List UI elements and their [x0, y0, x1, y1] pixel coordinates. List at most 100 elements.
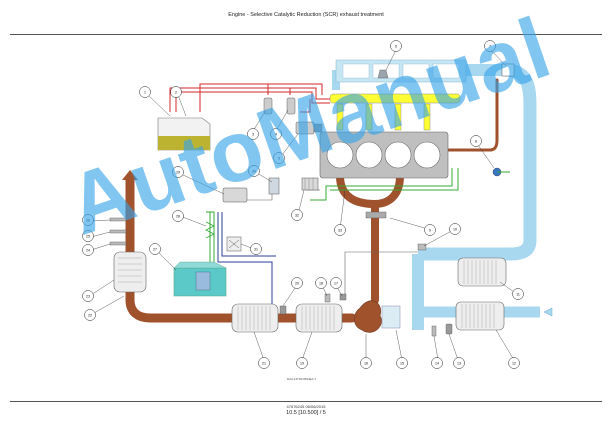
- svg-text:21: 21: [262, 361, 266, 365]
- figure-id: RAIL13TRK0594EA 1: [287, 377, 317, 381]
- callout-25: 25: [82, 230, 94, 242]
- svg-text:14: 14: [435, 361, 439, 365]
- scr-canister-21: [231, 303, 279, 333]
- page-title: Engine - Selective Catalytic Reduction (…: [228, 12, 384, 18]
- callout-24: 24: [82, 244, 94, 256]
- sensor-18: [324, 293, 331, 303]
- svg-text:8: 8: [475, 139, 477, 143]
- callout-29: 29: [172, 166, 184, 178]
- footer-rule: [10, 401, 602, 402]
- svg-text:26: 26: [86, 218, 90, 222]
- heater-28: [205, 221, 215, 239]
- air-filter-12: [455, 301, 505, 331]
- callout-19: 19: [296, 357, 308, 369]
- callout-3: 3: [247, 128, 259, 140]
- callout-18: 18: [315, 277, 327, 289]
- svg-text:25: 25: [86, 234, 90, 238]
- callout-10: 10: [449, 223, 461, 235]
- callout-17: 17: [330, 277, 342, 289]
- svg-text:18: 18: [319, 281, 323, 285]
- green-lines: [206, 168, 510, 270]
- sensors-24-26: [109, 217, 127, 246]
- callout-26: 26: [82, 214, 94, 226]
- sensor-17: [339, 293, 347, 301]
- svg-text:29: 29: [176, 170, 180, 174]
- svg-text:9: 9: [429, 228, 431, 232]
- svg-text:4: 4: [275, 132, 277, 136]
- svg-text:31: 31: [254, 247, 258, 251]
- turbocharger-16: [353, 300, 401, 333]
- svg-text:22: 22: [88, 313, 92, 317]
- svg-text:28: 28: [176, 214, 180, 218]
- svg-text:11: 11: [516, 292, 520, 296]
- svg-text:33: 33: [338, 228, 342, 232]
- valve-7: [501, 63, 515, 77]
- svg-text:24: 24: [86, 248, 90, 252]
- sensor-14: [431, 325, 437, 337]
- fuel-filters: [263, 97, 323, 135]
- svg-text:12: 12: [512, 361, 516, 365]
- callout-23: 23: [82, 290, 94, 302]
- svg-text:16: 16: [364, 361, 368, 365]
- blue-lines: [217, 212, 276, 312]
- ecu-30: [268, 177, 280, 195]
- svg-text:19: 19: [300, 361, 304, 365]
- svg-text:3: 3: [252, 132, 254, 136]
- callout-6: 6: [390, 40, 402, 52]
- callout-13: 13: [453, 357, 465, 369]
- header-rule: [10, 34, 602, 35]
- def-tank: [173, 261, 227, 297]
- svg-text:1: 1: [144, 90, 146, 94]
- intake-arrow: [543, 307, 553, 317]
- egr-9: [365, 211, 387, 219]
- callout-20: 20: [291, 277, 303, 289]
- svg-text:13: 13: [457, 361, 461, 365]
- engine-block: [319, 131, 449, 179]
- callout-7: 7: [484, 40, 496, 52]
- svg-text:6: 6: [395, 44, 397, 48]
- svg-text:23: 23: [86, 294, 90, 298]
- callout-1: 1: [139, 86, 151, 98]
- callout-2: 2: [170, 86, 182, 98]
- heat-exchanger-32: [301, 177, 319, 191]
- callout-12: 12: [508, 357, 520, 369]
- svg-text:2: 2: [175, 90, 177, 94]
- doc-canister-19: [295, 303, 343, 333]
- callout-8: 8: [470, 135, 482, 147]
- def-supply-module: [222, 187, 248, 203]
- callout-30: 30: [248, 165, 260, 177]
- sensor-10: [417, 243, 427, 251]
- callout-9: 9: [424, 224, 436, 236]
- injector-20: [279, 305, 287, 315]
- fuel-tank: [157, 117, 211, 151]
- callout-15: 15: [396, 357, 408, 369]
- coolant-valve-31: [226, 236, 242, 252]
- svg-text:10: 10: [453, 227, 457, 231]
- footer-page-number: 10.5 [10.500] / 5: [286, 410, 326, 416]
- callout-33: 33: [334, 224, 346, 236]
- callout-27: 27: [149, 243, 161, 255]
- callout-32: 32: [291, 209, 303, 221]
- callout-11: 11: [512, 288, 524, 300]
- svg-text:15: 15: [400, 361, 404, 365]
- svg-text:20: 20: [295, 281, 299, 285]
- sensor-13: [445, 323, 453, 335]
- callout-14: 14: [431, 357, 443, 369]
- fuel-lines: [169, 83, 330, 113]
- callout-16: 16: [360, 357, 372, 369]
- callout-28: 28: [172, 210, 184, 222]
- callout-31: 31: [250, 243, 262, 255]
- intercooler-11: [457, 257, 507, 287]
- svg-text:27: 27: [153, 247, 157, 251]
- injectors: [336, 103, 431, 131]
- svg-text:32: 32: [295, 213, 299, 217]
- gray-lines: [236, 189, 418, 296]
- footer-doc-number: 47676245 06/06/2015: [286, 404, 326, 409]
- callout-22: 22: [84, 309, 96, 321]
- svg-text:17: 17: [334, 281, 338, 285]
- exhaust-outlet-arrow: [122, 170, 138, 180]
- svg-text:5: 5: [278, 156, 280, 160]
- muffler-23: [113, 251, 147, 293]
- callout-21: 21: [258, 357, 270, 369]
